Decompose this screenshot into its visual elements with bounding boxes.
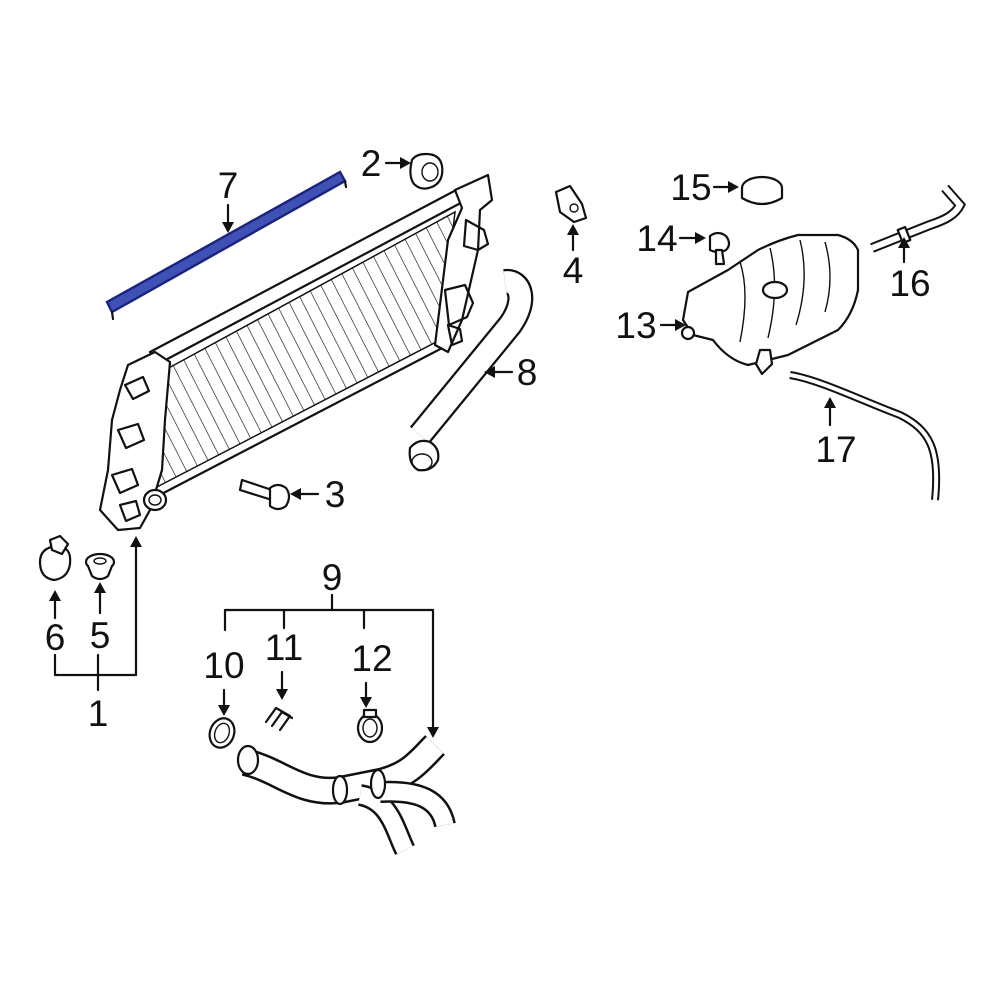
part-17-hose[interactable] bbox=[789, 371, 941, 501]
part-14-bolt[interactable] bbox=[708, 231, 731, 266]
part-13-reservoir[interactable] bbox=[680, 233, 860, 376]
callout-1: 1 bbox=[88, 693, 109, 734]
callout-3: 3 bbox=[325, 474, 346, 515]
callout-11: 11 bbox=[265, 627, 303, 668]
callout-15: 15 bbox=[670, 167, 711, 208]
callout-10: 10 bbox=[203, 645, 244, 686]
callout-12: 12 bbox=[351, 638, 392, 679]
part-8-upper-hose[interactable] bbox=[408, 268, 534, 472]
callout-13: 13 bbox=[615, 305, 656, 346]
part-3-bolt[interactable] bbox=[238, 478, 291, 511]
callout-9: 9 bbox=[322, 557, 343, 598]
part-5-grommet[interactable] bbox=[84, 552, 116, 581]
callout-14: 14 bbox=[636, 218, 677, 259]
part-12-clamp[interactable] bbox=[356, 708, 384, 744]
radiator[interactable] bbox=[98, 173, 494, 532]
callout-6: 6 bbox=[45, 617, 66, 658]
callout-2: 2 bbox=[361, 143, 382, 184]
part-7-seal[interactable] bbox=[105, 170, 348, 321]
part-6-isolator[interactable] bbox=[38, 534, 72, 582]
callout-17: 17 bbox=[815, 429, 856, 470]
callout-16: 16 bbox=[889, 263, 930, 304]
part-10-o-ring[interactable] bbox=[206, 715, 239, 751]
leader-lines bbox=[49, 157, 910, 738]
part-16-hose[interactable] bbox=[870, 184, 966, 253]
callout-5: 5 bbox=[90, 615, 111, 656]
part-4-bracket[interactable] bbox=[554, 184, 588, 224]
part-15-cap[interactable] bbox=[740, 175, 784, 206]
callout-4: 4 bbox=[563, 250, 584, 291]
callout-7: 7 bbox=[218, 165, 239, 206]
part-11-clip[interactable] bbox=[264, 706, 294, 732]
callout-labels: 7 2 4 8 3 6 5 1 9 10 11 12 13 14 15 16 1… bbox=[45, 143, 931, 734]
part-2-insulator[interactable] bbox=[409, 152, 444, 190]
callout-8: 8 bbox=[517, 352, 538, 393]
part-9-lower-hose[interactable] bbox=[236, 735, 456, 855]
